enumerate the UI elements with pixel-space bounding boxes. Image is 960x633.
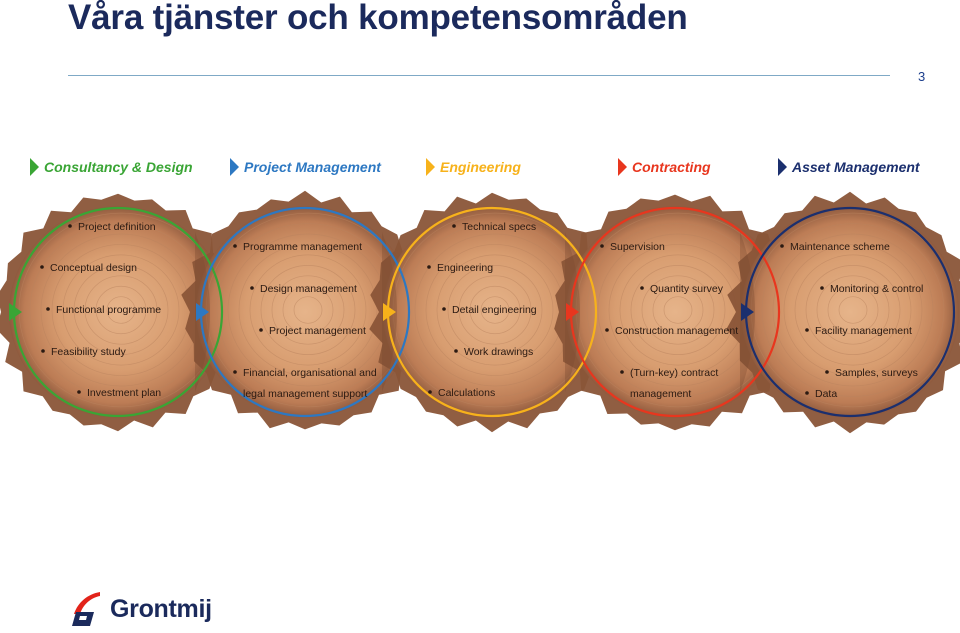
service-item: Investment plan <box>87 387 161 399</box>
service-item: Engineering <box>437 262 493 274</box>
service-item: Construction management <box>615 325 738 337</box>
service-item: Project management <box>269 325 366 337</box>
bullet-icon <box>442 307 446 311</box>
service-item: Project definition <box>78 221 156 233</box>
title-divider <box>68 75 890 76</box>
bullet-icon <box>454 349 458 353</box>
bullet-icon <box>825 370 829 374</box>
bullet-icon <box>427 265 431 269</box>
service-item: Design management <box>260 283 357 295</box>
service-item: Facility management <box>815 325 912 337</box>
page-title: Våra tjänster och kompetensområden <box>68 0 688 37</box>
bullet-icon <box>805 328 809 332</box>
phase-title: Contracting <box>632 159 711 175</box>
phase-header-arrow-icon <box>230 158 239 176</box>
bullet-icon <box>452 224 456 228</box>
ring-arrow-icon <box>741 303 754 321</box>
ring-arrow-icon <box>196 303 209 321</box>
bullet-icon <box>620 370 624 374</box>
service-item: Quantity survey <box>650 283 724 295</box>
service-item: management <box>630 388 691 400</box>
bullet-icon <box>77 390 81 394</box>
service-item: Data <box>815 388 837 400</box>
bullet-icon <box>46 307 50 311</box>
service-item: Samples, surveys <box>835 367 918 379</box>
bullet-icon <box>805 391 809 395</box>
company-logo: Grontmij <box>70 590 212 628</box>
bullet-icon <box>233 370 237 374</box>
grontmij-swoosh-icon <box>72 592 100 626</box>
wood-stump <box>0 193 240 432</box>
phase-title: Asset Management <box>791 159 921 175</box>
bullet-icon <box>68 224 72 228</box>
service-item: Technical specs <box>462 221 536 233</box>
service-item: Monitoring & control <box>830 283 923 295</box>
service-item: Financial, organisational and <box>243 367 377 379</box>
logo-text: Grontmij <box>110 594 212 623</box>
wood-stump <box>554 194 796 431</box>
bullet-icon <box>605 328 609 332</box>
service-item: (Turn-key) contract <box>630 367 718 379</box>
ring-arrow-icon <box>383 303 396 321</box>
phase-header-arrow-icon <box>426 158 435 176</box>
page-number: 3 <box>918 69 926 84</box>
service-item: Detail engineering <box>452 304 537 316</box>
phase-header-arrow-icon <box>618 158 627 176</box>
bullet-icon <box>259 328 263 332</box>
phase-title: Consultancy & Design <box>44 159 193 175</box>
bullet-icon <box>41 349 45 353</box>
service-item: Feasibility study <box>51 346 126 358</box>
service-item: Work drawings <box>464 346 533 358</box>
service-item: Programme management <box>243 241 362 253</box>
wood-stump <box>726 191 960 434</box>
service-item: Supervision <box>610 241 665 253</box>
phase-header-arrow-icon <box>30 158 39 176</box>
bullet-icon <box>780 244 784 248</box>
service-item: Maintenance scheme <box>790 241 890 253</box>
bullet-icon <box>600 244 604 248</box>
service-item: Calculations <box>438 387 495 399</box>
ring-arrow-icon <box>566 303 579 321</box>
phase-header-arrow-icon <box>778 158 787 176</box>
bullet-icon <box>428 390 432 394</box>
service-item: Functional programme <box>56 304 161 316</box>
bullet-icon <box>640 286 644 290</box>
wood-stump <box>181 190 429 430</box>
ring-arrow-icon <box>9 303 22 321</box>
bullet-icon <box>250 286 254 290</box>
phase-title: Project Management <box>244 159 382 175</box>
wood-stump <box>369 192 615 433</box>
service-item: Conceptual design <box>50 262 137 274</box>
bullet-icon <box>820 286 824 290</box>
bullet-icon <box>233 244 237 248</box>
phase-title: Engineering <box>440 159 521 175</box>
bullet-icon <box>40 265 44 269</box>
service-item: legal management support <box>243 388 367 400</box>
